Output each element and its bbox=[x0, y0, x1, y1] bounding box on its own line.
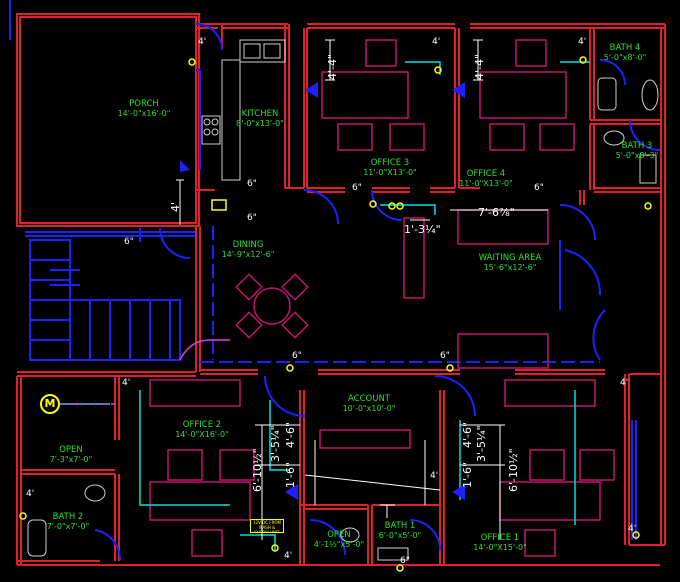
height-note: 6" bbox=[400, 556, 410, 566]
dimension-office2-v3: 4'-6" bbox=[284, 421, 297, 448]
height-note: 4' bbox=[26, 489, 35, 499]
room-name: BATH 3 bbox=[621, 141, 653, 151]
room-size: 14'-9"x12'-6" bbox=[221, 250, 275, 259]
dimension-office1-v2: 3'-5¼" bbox=[475, 425, 488, 462]
room-size: 8'-0"x13'-0" bbox=[236, 119, 284, 128]
switch-points bbox=[19, 56, 652, 572]
dimension-office4-height: 4'-4" bbox=[473, 53, 486, 80]
room-name: DINING bbox=[232, 240, 264, 250]
doors bbox=[9, 0, 661, 561]
height-note: 6" bbox=[247, 179, 257, 189]
room-size: 6'-0"x5'-0" bbox=[378, 531, 422, 540]
meter-icon: M bbox=[40, 394, 60, 414]
dimension-office1-v3: 4'-6" bbox=[461, 421, 474, 448]
room-size: 11'-0"X13'-0" bbox=[459, 179, 513, 188]
dimension-lines bbox=[176, 39, 548, 540]
height-note: 4' bbox=[620, 378, 629, 388]
light-fixtures bbox=[180, 82, 465, 500]
height-note: 4' bbox=[284, 551, 293, 561]
bath-fixtures bbox=[27, 77, 659, 561]
height-note: 4' bbox=[198, 37, 207, 47]
height-note: 4' bbox=[628, 524, 637, 534]
room-size: 7'-3"x7'-0" bbox=[49, 455, 93, 464]
dimension-waiting-width: 7'-6⅞" bbox=[478, 206, 515, 219]
height-note: 6" bbox=[292, 351, 302, 361]
height-note: 6" bbox=[247, 213, 257, 223]
height-note: 6" bbox=[534, 183, 544, 193]
walls bbox=[16, 13, 666, 566]
kitchen-fixtures bbox=[201, 39, 286, 181]
height-note: 6" bbox=[352, 183, 362, 193]
room-size: 7'-0"x7'-0" bbox=[46, 522, 90, 531]
dimension-office3-height: 4'-4" bbox=[326, 53, 339, 80]
room-name: OFFICE 3 bbox=[370, 158, 410, 168]
dimension-porch-height: 4' bbox=[169, 201, 182, 212]
dashed-lines bbox=[139, 226, 600, 363]
height-note: 4' bbox=[432, 37, 441, 47]
dimension-office1-v4: 1'-6" bbox=[461, 461, 474, 488]
height-note: 6" bbox=[440, 351, 450, 361]
room-size: 11'-0"X13'-0" bbox=[363, 168, 417, 177]
height-note: 4' bbox=[578, 37, 587, 47]
power-supply-tag: 12V DC FROM WASH & SUPPLY UNIT bbox=[250, 519, 284, 533]
dimension-office2-v1: 6'-10½" bbox=[251, 448, 264, 492]
room-name: OPEN bbox=[59, 445, 83, 455]
room-size: 10'-0"x10'-0" bbox=[342, 404, 396, 413]
room-size: 14'-0"X16'-0" bbox=[175, 430, 229, 439]
room-name: OPEN bbox=[327, 530, 351, 540]
dining-circuit bbox=[62, 339, 230, 405]
height-note: 4' bbox=[430, 471, 439, 481]
room-size: 14'-0"X15'-0" bbox=[473, 543, 527, 552]
dimension-office2-v2: 3'-5¼" bbox=[269, 425, 282, 462]
room-name: OFFICE 4 bbox=[466, 169, 506, 179]
height-note: 4' bbox=[122, 378, 131, 388]
room-name: PORCH bbox=[129, 99, 159, 109]
room-name: BATH 4 bbox=[609, 43, 641, 53]
dimension-hall-width: 1'-3¼" bbox=[404, 223, 441, 236]
room-name: OFFICE 2 bbox=[182, 420, 222, 430]
room-size: 5'-0"x8'-0" bbox=[603, 53, 647, 62]
room-name: OFFICE 1 bbox=[480, 533, 520, 543]
height-note: 6" bbox=[124, 237, 134, 247]
stairs bbox=[25, 231, 195, 361]
room-size: 14'-0"x16'-0" bbox=[117, 109, 171, 118]
room-name: BATH 2 bbox=[52, 512, 84, 522]
dimension-office1-v1: 6'-10½" bbox=[507, 448, 520, 492]
room-name: BATH 1 bbox=[384, 521, 416, 531]
room-size: 15'-6"x12'-6" bbox=[483, 263, 537, 272]
room-size: 5'-0"x8'-3" bbox=[615, 151, 659, 160]
room-name: ACCOUNT bbox=[348, 394, 390, 404]
room-size: 4'-1½"x5'-0" bbox=[313, 540, 365, 549]
dimension-office2-v4: 1'-6" bbox=[284, 461, 297, 488]
room-name: WAITING AREA bbox=[478, 253, 542, 263]
room-name: KITCHEN bbox=[241, 109, 279, 119]
